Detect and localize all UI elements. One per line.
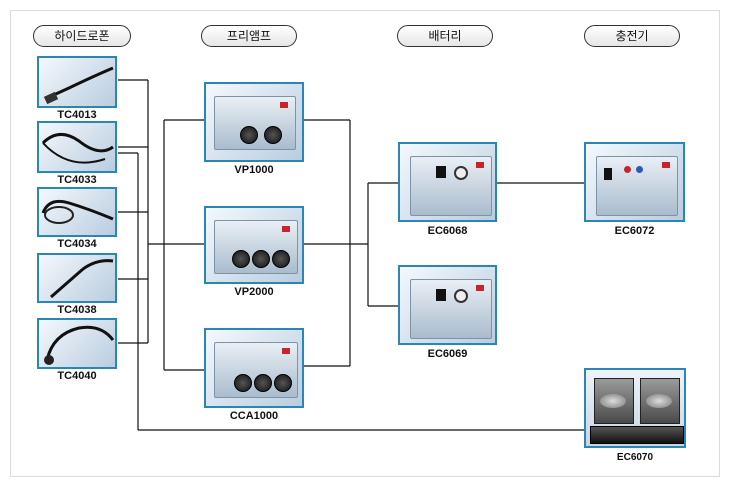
preamp-image bbox=[204, 82, 304, 162]
hydrophone-label: TC4038 bbox=[57, 304, 97, 316]
charger-image bbox=[584, 142, 685, 222]
knob-icon bbox=[234, 374, 252, 392]
knob-icon bbox=[254, 374, 272, 392]
hydrophone-label: TC4040 bbox=[57, 370, 97, 382]
logo-tag bbox=[662, 162, 670, 168]
hydrophone-image bbox=[37, 121, 117, 173]
indicator-icon bbox=[454, 289, 468, 303]
logo-tag bbox=[282, 226, 290, 232]
system-label: EC6070 bbox=[616, 452, 654, 463]
battery-image bbox=[398, 265, 497, 345]
header-preamp: 프리앰프 bbox=[201, 25, 297, 47]
charger-label: EC6072 bbox=[614, 225, 655, 237]
preamp-image bbox=[204, 206, 304, 284]
preamp-label: VP2000 bbox=[234, 286, 274, 298]
system-image bbox=[584, 368, 686, 448]
logo-tag bbox=[282, 348, 290, 354]
preamp-label: CCA1000 bbox=[229, 410, 279, 422]
hydrophone-image bbox=[37, 187, 117, 237]
indicator-icon bbox=[454, 166, 468, 180]
hydrophone-label: TC4033 bbox=[57, 174, 97, 186]
led-icon bbox=[636, 166, 643, 173]
switch-icon bbox=[604, 168, 612, 180]
hydrophone-label: TC4034 bbox=[57, 238, 97, 250]
header-battery: 배터리 bbox=[397, 25, 493, 47]
hydrophone-image bbox=[37, 56, 117, 108]
header-charger: 충전기 bbox=[584, 25, 680, 47]
speaker-cone bbox=[600, 394, 626, 408]
header-hydrophone: 하이드로폰 bbox=[33, 25, 131, 47]
hydrophone-probe-icon bbox=[43, 66, 114, 105]
led-icon bbox=[624, 166, 631, 173]
switch-icon bbox=[436, 289, 446, 301]
hydrophone-cable-icon bbox=[41, 133, 114, 164]
knob-icon bbox=[240, 126, 258, 144]
amplifier-icon bbox=[590, 426, 684, 444]
logo-tag bbox=[280, 102, 288, 108]
hydrophone-image bbox=[37, 253, 117, 303]
hydrophone-cable-icon bbox=[41, 199, 114, 224]
knob-icon bbox=[232, 250, 250, 268]
knob-icon bbox=[274, 374, 292, 392]
battery-image bbox=[398, 142, 497, 222]
logo-tag bbox=[476, 285, 484, 291]
knob-icon bbox=[252, 250, 270, 268]
logo-tag bbox=[476, 162, 484, 168]
battery-label: EC6068 bbox=[427, 225, 468, 237]
speaker-cone bbox=[646, 394, 672, 408]
knob-icon bbox=[264, 126, 282, 144]
preamp-image bbox=[204, 328, 304, 408]
hydrophone-cable-icon bbox=[44, 325, 115, 365]
knob-icon bbox=[272, 250, 290, 268]
hydrophone-label: TC4013 bbox=[57, 109, 97, 121]
battery-label: EC6069 bbox=[427, 348, 468, 360]
switch-icon bbox=[436, 166, 446, 178]
hydrophone-probe-icon bbox=[50, 259, 114, 299]
hydrophone-image bbox=[37, 318, 117, 369]
preamp-label: VP1000 bbox=[234, 164, 274, 176]
